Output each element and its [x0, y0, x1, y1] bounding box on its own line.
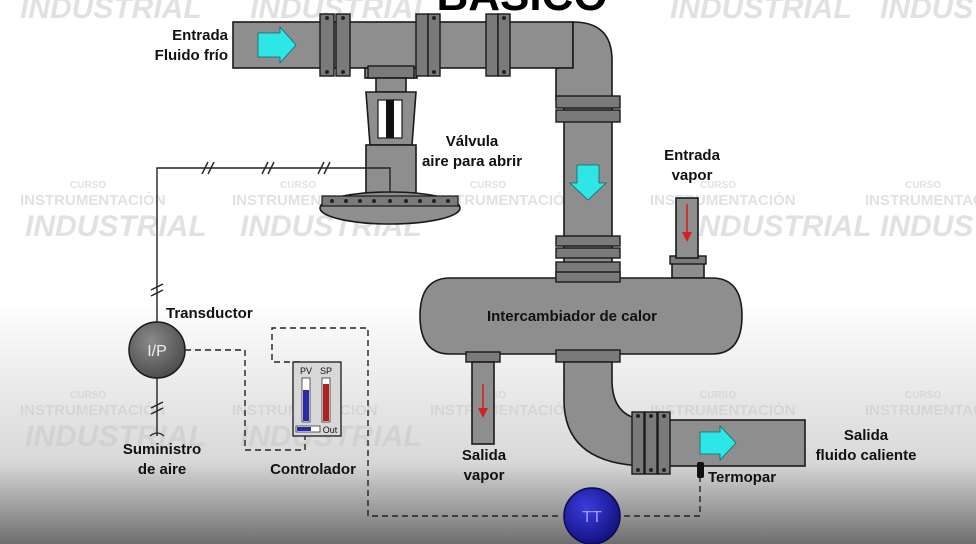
watermark-text: INSTRUMENTACIÓN [650, 191, 796, 209]
cold-inlet-pipe [232, 13, 613, 101]
watermark-text: INDUSTRIAL [670, 0, 852, 25]
temperature-transmitter[interactable] [563, 487, 621, 544]
watermark-text: CURSO [700, 390, 736, 401]
steam-inlet-label-line1: Entrada [664, 147, 721, 164]
watermark-text: INDUSTRIAL [25, 210, 207, 243]
transmitter-tag: TT [582, 509, 602, 526]
transducer-label: Transductor [166, 305, 253, 322]
watermark-text: CURSO [905, 180, 941, 191]
thermocouple-sensor [697, 462, 704, 478]
exchanger-label: Intercambiador de calor [487, 308, 657, 325]
steam-outlet-label-line1: Salida [462, 447, 507, 464]
air-signal-line [156, 167, 391, 325]
sp-bar [323, 384, 329, 421]
watermark-text: INSTRUMENTACIÓN [865, 401, 976, 419]
watermark-text: INSTRUMENTACIÓN [430, 191, 576, 209]
transducer-tag: I/P [147, 343, 167, 360]
air-supply-label-line1: Suministro [123, 441, 201, 458]
watermark-text: CURSO [905, 390, 941, 401]
watermark-text: INSTRUMENTACIÓN [20, 401, 166, 419]
valve-label-line1: Válvula [446, 133, 499, 150]
hot-outlet-label-line2: fluido caliente [816, 447, 917, 464]
pv-bar [303, 390, 309, 421]
watermark-text: INDUSTRIAL [690, 210, 872, 243]
control-valve [319, 65, 461, 225]
watermark-text: INSTRUMENTACIÓN [20, 191, 166, 209]
watermark-text: CURSO [470, 180, 506, 191]
flow-arrow-icon [568, 164, 608, 201]
pv-label: PV [300, 366, 312, 376]
controller-to-transducer-signal [185, 349, 306, 451]
watermark-text: INSTRUMENTACIÓN [430, 401, 576, 419]
cold-inlet-label-line2: Fluido frío [155, 47, 228, 64]
page-title: BÁSICO [436, 0, 607, 20]
flow-arrow-icon [699, 424, 737, 462]
flow-arrow-icon [257, 25, 297, 65]
out-bar [297, 427, 311, 431]
transmitter-signal [624, 472, 701, 517]
hot-outlet-pipe [563, 361, 806, 475]
out-label: Out [323, 425, 338, 435]
hot-outlet-label-line1: Salida [844, 427, 889, 444]
watermark-text: CURSO [70, 180, 106, 191]
controller-unit[interactable]: PV SP Out [292, 361, 342, 437]
thermocouple-label: Termopar [708, 469, 776, 486]
air-supply-symbol [149, 432, 165, 437]
watermark-text: INDUSTRIAL [880, 0, 976, 25]
steam-out-arrow-icon [478, 384, 488, 418]
controller-label: Controlador [270, 461, 356, 478]
watermark-text: INSTRUMENTACIÓN [865, 191, 976, 209]
steam-in-arrow-icon [682, 204, 692, 242]
air-supply-label-line2: de aire [138, 461, 186, 478]
watermark-text: CURSO [700, 180, 736, 191]
watermark-text: INSTRUMENTACIÓN [650, 401, 796, 419]
cold-inlet-label-line1: Entrada [172, 27, 229, 44]
watermark-text: INDUSTRIAL [880, 210, 976, 243]
valve-label-line2: aire para abrir [422, 153, 522, 170]
sp-label: SP [320, 366, 332, 376]
watermark-text: INDUSTRIAL [25, 420, 207, 453]
watermark-text: CURSO [70, 390, 106, 401]
steam-outlet-label-line2: vapor [464, 467, 505, 484]
controller-loop-signal [271, 327, 560, 517]
heat-exchanger: Intercambiador de calor [419, 255, 743, 363]
vertical-pipe [555, 95, 621, 281]
watermark-text: INDUSTRIAL [20, 0, 202, 25]
steam-inlet-label-line2: vapor [672, 167, 713, 184]
watermark-text: CURSO [280, 180, 316, 191]
